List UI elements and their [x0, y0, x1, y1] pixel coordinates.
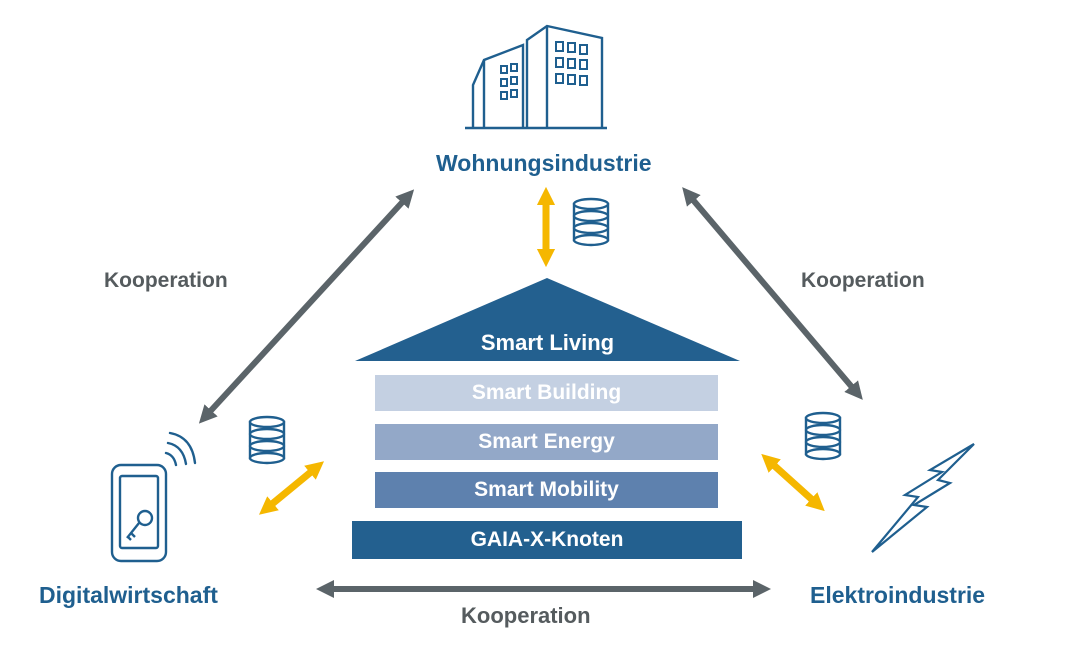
database-icon: [804, 411, 842, 461]
wifi-signal-icon: [164, 431, 197, 467]
data-arrow-left: [258, 461, 325, 515]
house-roof: [355, 278, 740, 361]
lightning-icon: [871, 443, 975, 553]
cooperation-label-left: Kooperation: [104, 269, 228, 292]
cooperation-arrow-right: [682, 187, 863, 400]
database-icon: [572, 197, 610, 247]
cooperation-arrow-left: [198, 189, 415, 424]
node-label-wohnungsindustrie: Wohnungsindustrie: [436, 150, 652, 176]
layer-smart-mobility: Smart Mobility: [375, 472, 718, 508]
layer-smart-building: Smart Building: [375, 375, 718, 411]
node-label-elektroindustrie: Elektroindustrie: [810, 582, 986, 608]
data-arrow-right: [761, 453, 825, 512]
smartphone-key-icon: [110, 463, 168, 563]
layer-smart-energy: Smart Energy: [375, 424, 718, 460]
cooperation-label-right: Kooperation: [801, 269, 925, 292]
layer-gaia-x-knoten: GAIA-X-Knoten: [352, 521, 742, 559]
roof-label: Smart Living: [480, 330, 615, 355]
node-label-digitalwirtschaft: Digitalwirtschaft: [39, 582, 218, 608]
cooperation-label-bottom: Kooperation: [461, 603, 591, 628]
database-icon: [248, 415, 286, 465]
building-icon: [465, 24, 607, 130]
